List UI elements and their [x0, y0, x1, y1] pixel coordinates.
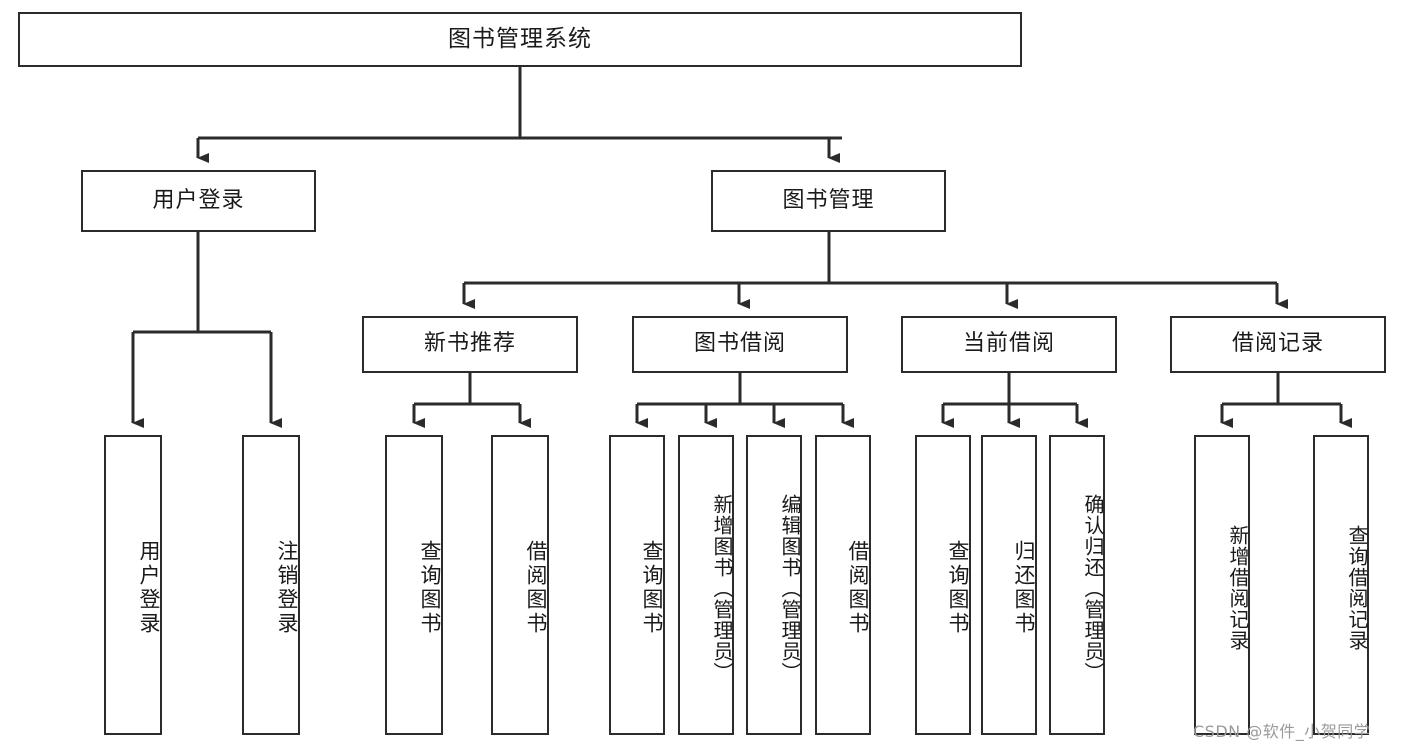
node-root-system[interactable]: 图书管理系统 [18, 12, 1022, 67]
node-user-login[interactable]: 用户登录 [81, 170, 316, 232]
node-book-management[interactable]: 图书管理 [711, 170, 946, 232]
leaf-logout[interactable]: 注销登录 [242, 435, 300, 735]
node-current-borrow[interactable]: 当前借阅 [901, 316, 1117, 373]
leaf-add-book-admin[interactable]: 新增图书（管理员） [678, 435, 734, 735]
csdn-watermark: CSDN @软件_小贺同学 [1193, 722, 1371, 741]
leaf-add-borrow-record[interactable]: 新增借阅记录 [1194, 435, 1250, 735]
node-book-borrow[interactable]: 图书借阅 [632, 316, 848, 373]
leaf-query-borrow-record[interactable]: 查询借阅记录 [1313, 435, 1369, 735]
node-borrow-record[interactable]: 借阅记录 [1170, 316, 1386, 373]
leaf-query-book-borrow[interactable]: 查询图书 [609, 435, 665, 735]
leaf-user-login[interactable]: 用户登录 [104, 435, 162, 735]
leaf-query-book-current[interactable]: 查询图书 [915, 435, 971, 735]
leaf-borrow-book[interactable]: 借阅图书 [815, 435, 871, 735]
node-new-book-recommend[interactable]: 新书推荐 [362, 316, 578, 373]
leaf-borrow-book-recommend[interactable]: 借阅图书 [491, 435, 549, 735]
leaf-return-book[interactable]: 归还图书 [981, 435, 1037, 735]
leaf-confirm-return-admin[interactable]: 确认归还（管理员） [1049, 435, 1105, 735]
leaf-edit-book-admin[interactable]: 编辑图书（管理员） [746, 435, 802, 735]
leaf-query-book-recommend[interactable]: 查询图书 [385, 435, 443, 735]
